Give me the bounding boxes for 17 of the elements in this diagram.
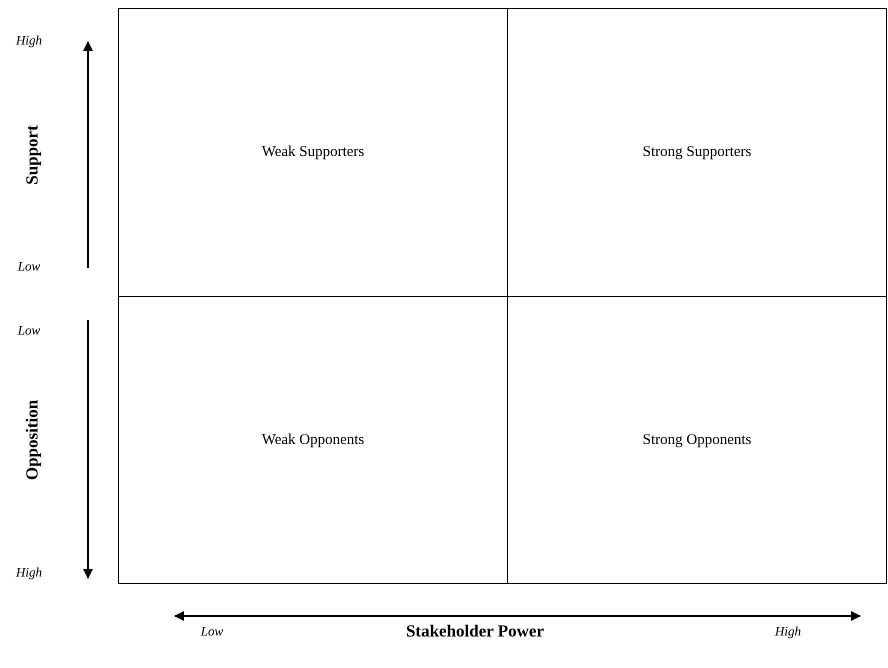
quadrant-cell: [507, 8, 887, 297]
axis-title: Stakeholder Power: [406, 622, 544, 640]
axis-end-label: Low: [18, 324, 40, 336]
axis-end-label: High: [775, 624, 801, 638]
axis-title: Support: [24, 125, 40, 185]
quadrant-label: Weak Opponents: [262, 430, 364, 450]
quadrant-label: Weak Supporters: [262, 143, 364, 162]
quadrant-cell: [118, 8, 508, 297]
quadrant-label: Strong Supporters: [642, 143, 752, 162]
axis-end-label: High: [16, 34, 42, 46]
axis-end-label: High: [16, 566, 42, 578]
quadrant-label: Strong Opponents: [642, 430, 752, 450]
axis-end-label: Low: [18, 260, 40, 272]
axis-title: Opposition: [24, 400, 40, 480]
quadrant-cell: [118, 296, 508, 584]
quadrant-cell: [507, 296, 887, 584]
axis-end-label: Low: [200, 624, 224, 638]
